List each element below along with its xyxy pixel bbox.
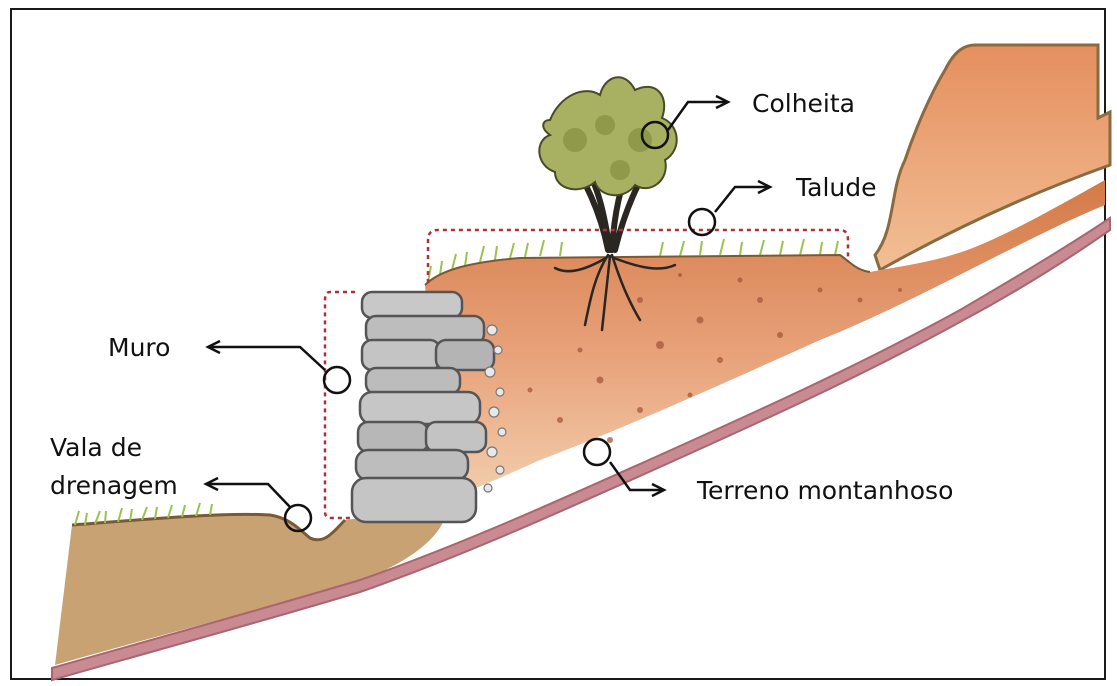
muro-arrow: [210, 347, 325, 370]
vala-label-line2: drenagem: [50, 470, 178, 501]
vala-arrow: [208, 484, 290, 507]
muro-label: Muro: [108, 332, 170, 363]
talude-label: Talude: [796, 172, 877, 203]
muro-bracket: [325, 292, 355, 518]
colheita-label: Colheita: [752, 88, 855, 119]
terreno-label: Terreno montanhoso: [697, 475, 953, 506]
muro-circle: [324, 367, 350, 393]
talude-arrow: [715, 187, 767, 212]
upper-hill: [875, 45, 1110, 270]
tree-foliage: [539, 77, 676, 195]
colheita-arrow: [668, 102, 725, 130]
stone-wall: [352, 292, 494, 522]
terrace-soil: [425, 180, 1105, 500]
terreno-circle: [584, 439, 610, 465]
vala-label-line1: Vala de: [50, 432, 142, 463]
